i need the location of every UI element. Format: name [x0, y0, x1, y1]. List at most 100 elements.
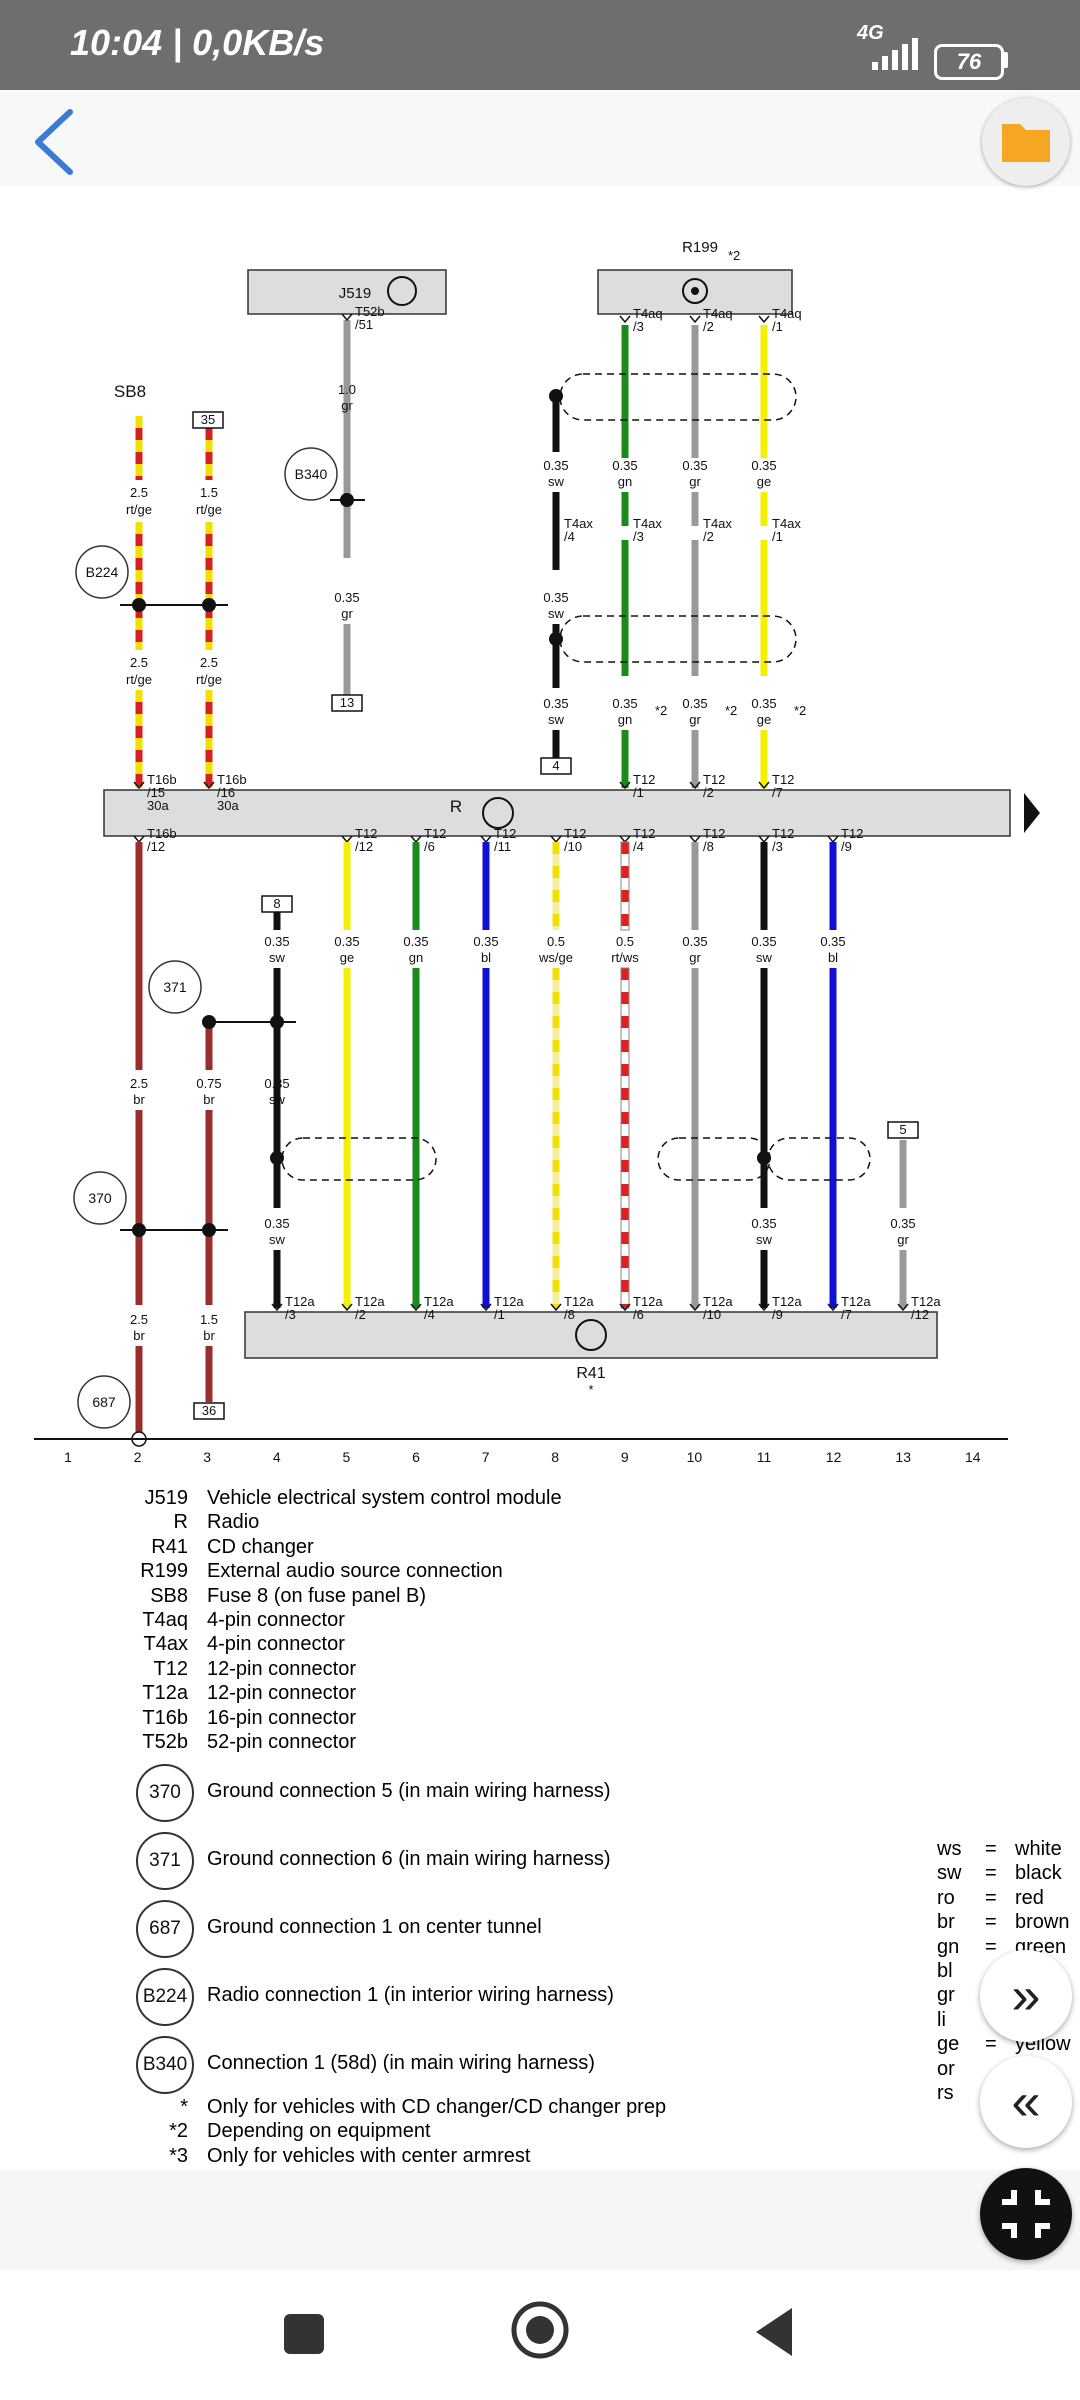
lower-size1-0: 0.35 — [264, 934, 289, 949]
radio-label: R — [450, 797, 462, 816]
recent-apps-icon[interactable] — [280, 2310, 328, 2358]
color-key-code: ws — [937, 1838, 962, 1860]
lower-size1-6: 0.35 — [682, 934, 707, 949]
navigation-bar — [0, 2270, 1080, 2400]
lower-conn-bottom-3-arrow — [480, 1303, 492, 1312]
lower-size2-0: 0.35 — [264, 1076, 289, 1091]
lower-conn-bottom-5: T12a/6 — [633, 1294, 663, 1322]
lower-size2-7: 0.35 — [751, 1216, 776, 1231]
legend-desc: 16-pin connector — [207, 1706, 356, 1729]
node-687-ring — [77, 1375, 131, 1429]
ground-color2: br — [133, 1328, 145, 1343]
sw-size2: 0.35 — [543, 590, 568, 605]
lower-conn-bottom-5-arrow — [619, 1303, 631, 1312]
color-key-name: brown — [1015, 1911, 1070, 1934]
shield-loop-3 — [281, 1137, 437, 1181]
lower-conn-bottom-9: T12a/12 — [911, 1294, 941, 1322]
sw-color2: sw — [548, 606, 565, 621]
legend-node-desc: Connection 1 (58d) (in main wiring harne… — [207, 2052, 595, 2074]
lower-conn-bottom-7-arrow — [758, 1303, 770, 1312]
r199-size2-2: 0.35 — [751, 696, 776, 711]
status-time: 10:04 | 0,0KB/s — [70, 22, 325, 63]
node-371-ring — [148, 960, 202, 1014]
j519-color1: gr — [341, 398, 353, 413]
color-key-code: gn — [937, 1935, 960, 1958]
j519-label: J519 — [339, 285, 372, 302]
r199-t12-1-arrow — [689, 781, 701, 790]
legend-abbr: R — [173, 1511, 188, 1534]
r199-size1-1: 0.35 — [682, 458, 707, 473]
grid-number-14: 14 — [965, 1449, 981, 1465]
sw-dot-1 — [549, 389, 563, 403]
lower-conn-top-6: T12/8 — [703, 826, 725, 854]
r199-conn-top-0-arrow — [619, 315, 631, 324]
legend-note-mark: * — [180, 2096, 188, 2118]
double-chevron-right-icon: » — [1011, 1967, 1041, 2025]
lower-conn-bottom-4: T12a/8 — [564, 1294, 594, 1322]
back-arrow-icon[interactable] — [22, 100, 92, 180]
lower-conn-bottom-8-arrow — [827, 1303, 839, 1312]
lower-color1-9: gr — [897, 1232, 909, 1247]
legend-note-mark: *3 — [169, 2144, 188, 2167]
color-key-eq: = — [985, 1886, 997, 1909]
continue-arrow — [1024, 793, 1040, 833]
home-icon[interactable] — [510, 2300, 570, 2360]
r199-note-1: *2 — [725, 703, 737, 718]
lower-conn-top-1: T12/12 — [355, 826, 377, 854]
legend-abbr: R199 — [140, 1560, 188, 1583]
box-13-frame — [331, 694, 363, 712]
grid-number-2: 2 — [134, 1449, 142, 1465]
lower-color1-8: bl — [828, 950, 838, 965]
box-4: 4 — [552, 758, 559, 773]
lower-size1-2: 0.35 — [403, 934, 428, 949]
next-page-button[interactable]: » — [980, 1950, 1072, 2042]
r199-symbol-dot — [691, 287, 699, 295]
lower-size1-4: 0.5 — [547, 934, 565, 949]
grid-number-9: 9 — [621, 1449, 629, 1465]
n371-dot — [202, 1015, 216, 1029]
legend-abbr: T12 — [153, 1657, 188, 1680]
legend-desc: 12-pin connector — [207, 1682, 356, 1705]
wiring-diagram: J519R199*2SB8RR41*2.5rt/ge2.5rt/geT16b/1… — [34, 239, 1040, 1465]
legend-node: B340 — [136, 2036, 194, 2094]
lower-conn-bottom-9-arrow — [897, 1303, 909, 1312]
r199-t12-2: T12/7 — [772, 772, 794, 800]
r199-conn-top-1: T4aq/2 — [703, 306, 733, 334]
ground-conn-arrow — [133, 835, 145, 844]
legend-node-desc: Ground connection 6 (in main wiring harn… — [207, 1848, 611, 1870]
grid-number-12: 12 — [826, 1449, 842, 1465]
legend-desc: 4-pin connector — [207, 1609, 345, 1631]
r199-t4ax-0: T4ax/3 — [633, 516, 662, 544]
brown2-color2: br — [203, 1328, 215, 1343]
j519-conn-arrow — [341, 313, 353, 322]
back-nav-icon[interactable] — [752, 2306, 800, 2358]
previous-page-button[interactable]: « — [980, 2056, 1072, 2148]
lower-conn-top-7: T12/3 — [772, 826, 794, 854]
lower-color1-2: gn — [409, 950, 423, 965]
r41-note: * — [588, 1382, 593, 1397]
box-8-frame — [261, 895, 293, 913]
lower-conn-top-4-arrow — [550, 835, 562, 844]
j519-color2: gr — [341, 606, 353, 621]
lower-conn-top-5-arrow — [619, 835, 631, 844]
grid-number-6: 6 — [412, 1449, 420, 1465]
sw-color3: sw — [548, 712, 565, 727]
color-key-code: li — [937, 2008, 946, 2031]
folder-icon — [1002, 124, 1050, 162]
r199-color1-1: gr — [689, 474, 701, 489]
lower-conn-top-8-arrow — [827, 835, 839, 844]
r199-t12-1: T12/2 — [703, 772, 725, 800]
fuse-wire-size-0: 2.5 — [130, 485, 148, 500]
lower-conn-bottom-0: T12a/3 — [285, 1294, 315, 1322]
r199-size1-0: 0.35 — [612, 458, 637, 473]
legend-desc: CD changer — [207, 1535, 314, 1558]
lower-conn-bottom-2-arrow — [410, 1303, 422, 1312]
node-687: 687 — [92, 1394, 116, 1410]
r199-note: *2 — [728, 248, 740, 263]
node-b224: B224 — [86, 564, 119, 580]
folder-button[interactable] — [982, 98, 1070, 186]
node-b224-ring — [75, 545, 129, 599]
exit-fullscreen-button[interactable] — [980, 2168, 1072, 2260]
box-5-frame — [887, 1121, 919, 1139]
